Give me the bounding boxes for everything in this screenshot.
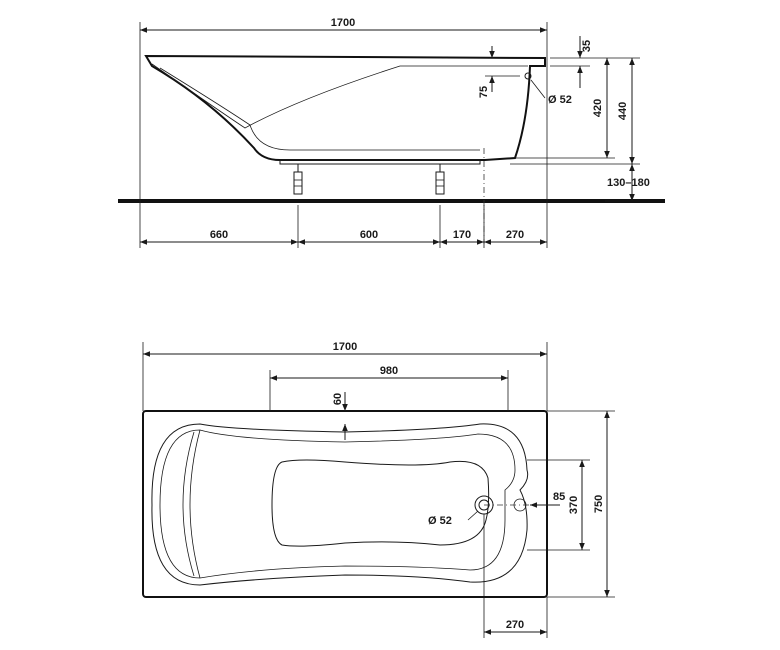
- tub-profile: [144, 54, 546, 161]
- leg-left: [293, 164, 303, 195]
- drain-offset-label: 85: [553, 491, 565, 503]
- top-view: 1700 980 60 85 370 750 Ø 52 270: [142, 341, 615, 638]
- inner-depth-label: 420: [592, 99, 604, 117]
- inner-length-label: 980: [380, 365, 398, 377]
- side-length-label: 1700: [331, 17, 355, 29]
- top-length-label: 1700: [333, 341, 357, 353]
- tub-head-curve-2: [182, 431, 195, 577]
- tub-inner-curve: [159, 67, 480, 151]
- tub-bowl-outline: [151, 423, 529, 586]
- tub-floor-area: [271, 459, 490, 547]
- tub-inner-line: [151, 63, 528, 129]
- tub-bowl-inner-line: [159, 429, 516, 579]
- rim-thickness-label: 35: [581, 40, 593, 52]
- total-depth-label: 440: [617, 102, 629, 120]
- segment-660-label: 660: [210, 229, 228, 241]
- tub-base-frame: [279, 159, 481, 165]
- width-label: 750: [593, 495, 605, 513]
- drain-to-end-label: 270: [506, 619, 524, 631]
- side-view: 1700 35 75 Ø 52 420 440 130–180 660 600 …: [118, 17, 665, 248]
- leg-height-label: 130–180: [607, 177, 650, 189]
- tub-head-curve: [189, 429, 201, 579]
- segment-600-label: 600: [360, 229, 378, 241]
- side-drain-diameter-label: Ø 52: [548, 94, 572, 106]
- segment-170-label: 170: [453, 229, 471, 241]
- overflow-hole: [524, 72, 532, 80]
- segment-270-label: 270: [506, 229, 524, 241]
- rim-offset-label: 60: [332, 393, 344, 405]
- overflow-offset-label: 75: [478, 86, 490, 98]
- leg-right: [435, 164, 445, 195]
- inner-width-label: 370: [568, 496, 580, 514]
- top-drain-diameter-label: Ø 52: [428, 515, 452, 527]
